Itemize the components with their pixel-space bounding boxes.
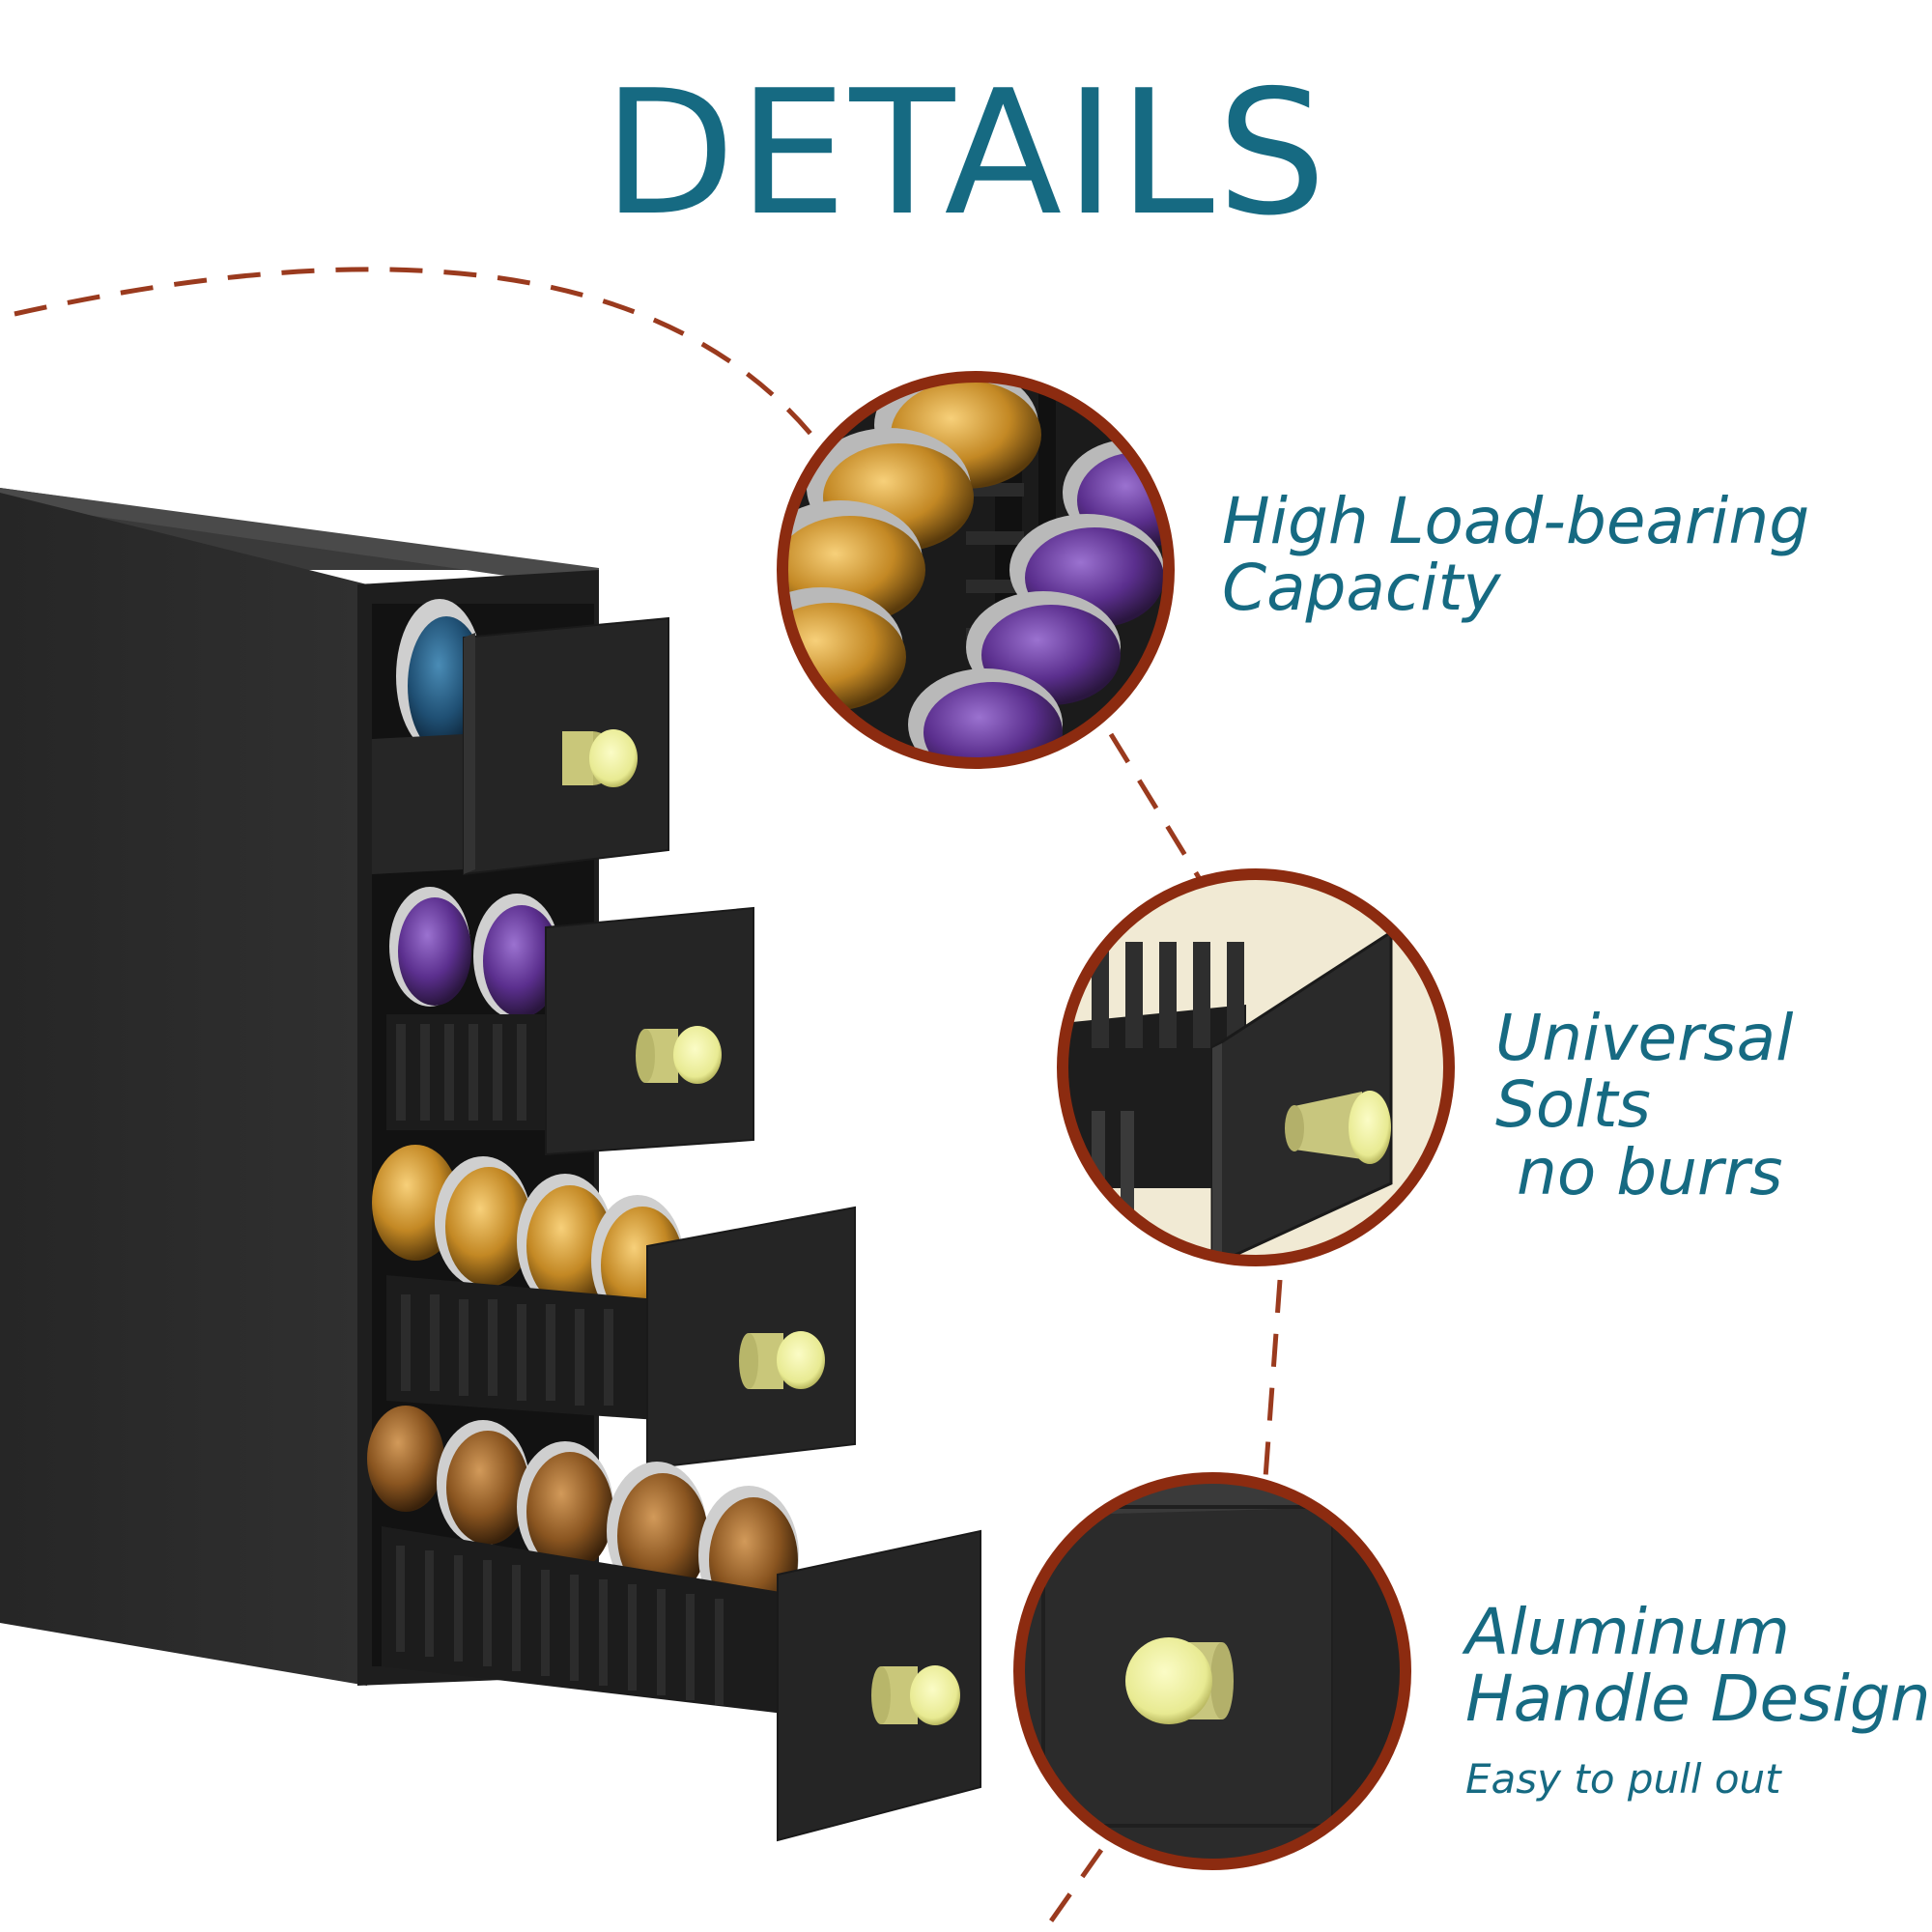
feature-3-subtext: Easy to pull out [1465,1754,1781,1803]
callout-circle-slots [1057,868,1455,1266]
feature-3-line-2: Handle Design [1465,1662,1931,1737]
feature-2-line-2: no burrs [1517,1134,1783,1209]
drawer-1-handle[interactable] [562,729,638,787]
feature-aluminum-handle: Aluminum Handle Design Easy to pull out [1465,1599,1931,1801]
feature-load-bearing: High Load-bearing Capacity [1222,488,1809,622]
capsule-organizer [0,488,981,1842]
drawer-4 [367,1406,981,1842]
drawer-1 [372,599,669,876]
feature-3-line-1: Aluminum [1465,1595,1790,1669]
dashed-connector [14,267,1283,1932]
drawer-3-handle[interactable] [739,1331,825,1389]
drawer-3 [372,1145,856,1470]
feature-2-line-1: Universal Solts [1495,1001,1794,1143]
drawer-2-handle[interactable] [636,1026,722,1084]
handle-closeup [1125,1637,1234,1724]
slots-handle-closeup [1285,1091,1391,1164]
drawer-4-handle[interactable] [871,1665,960,1725]
page-title: DETAILS [603,53,1329,253]
feature-1-line-2: Capacity [1222,551,1501,626]
drawer-2 [386,887,754,1156]
callout-circle-handle [1013,1472,1411,1870]
feature-universal-slots: Universal Solts no burrs [1495,1005,1932,1206]
callout-circle-load-bearing [777,371,1175,769]
feature-1-line-1: High Load-bearing [1222,484,1810,558]
